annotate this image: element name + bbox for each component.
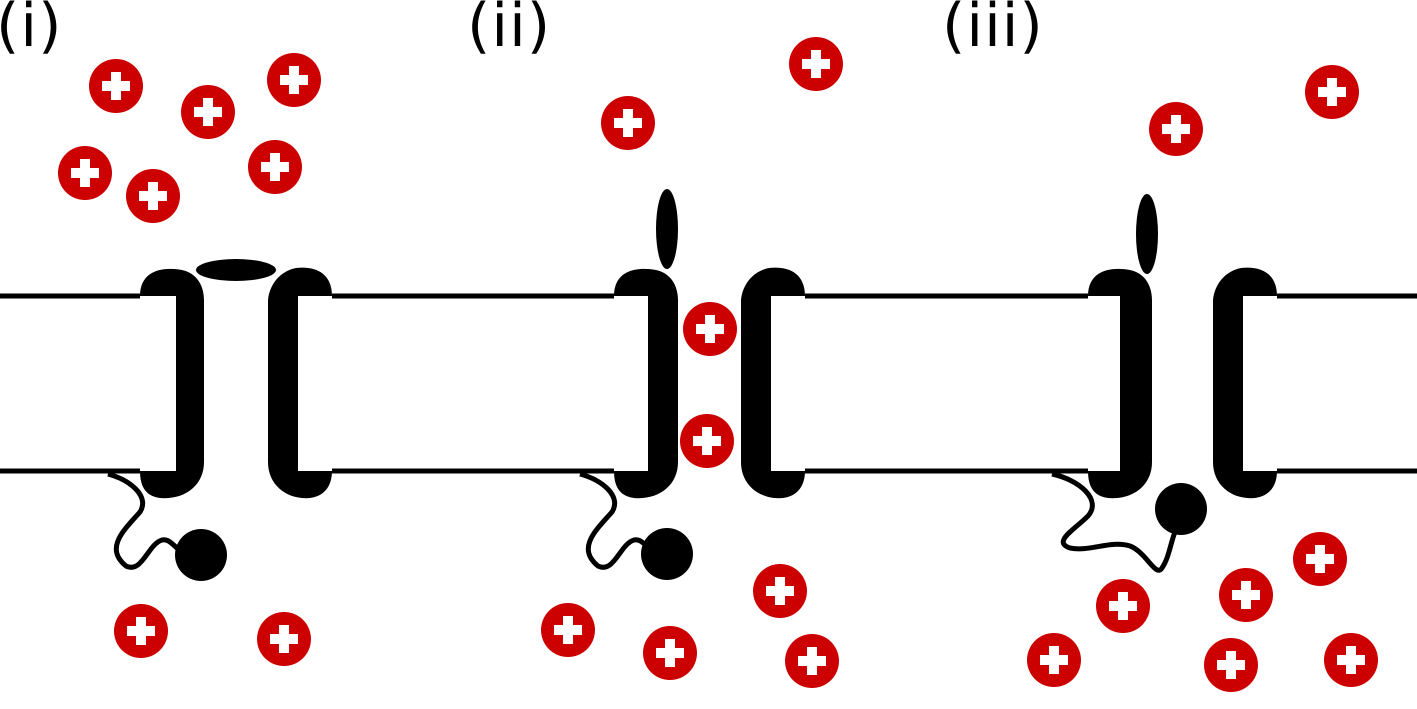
cation-icon — [1324, 633, 1378, 687]
inactivation-ball-icon — [641, 528, 693, 580]
channel-subunit — [1213, 267, 1277, 499]
cation-icon — [1204, 638, 1258, 692]
membrane — [0, 293, 1417, 474]
cation-icon — [89, 59, 143, 113]
channel-subunit — [140, 268, 204, 499]
cation-icon — [643, 626, 697, 680]
cation-icon — [1305, 65, 1359, 119]
inactivation-ball-icon — [175, 529, 227, 581]
cation-icon — [267, 53, 321, 107]
inactivation-chain — [107, 471, 191, 570]
cation-icon — [789, 37, 843, 91]
cation-icon — [1219, 568, 1273, 622]
cation-icon — [248, 140, 302, 194]
cation-icon — [126, 169, 180, 223]
channel-subunit — [614, 268, 678, 499]
panel-ii — [541, 37, 843, 688]
panel-label-i: (i) — [0, 0, 63, 61]
channel-subunit — [268, 267, 332, 499]
panel-label-iii: (iii) — [942, 0, 1044, 61]
cation-icon — [753, 564, 807, 618]
cation-icon — [683, 302, 737, 356]
panel-i — [58, 53, 332, 666]
panel-iii — [1027, 65, 1378, 692]
cation-icon — [1149, 102, 1203, 156]
cation-icon — [785, 634, 839, 688]
cation-icon — [257, 612, 311, 666]
cation-icon — [181, 85, 235, 139]
activation-gate — [656, 189, 678, 269]
cation-icon — [114, 604, 168, 658]
activation-gate — [196, 259, 276, 281]
cation-icon — [58, 146, 112, 200]
cation-icon — [1293, 532, 1347, 586]
cation-icon — [1096, 579, 1150, 633]
inactivation-chain — [579, 471, 663, 570]
panel-label-ii: (ii) — [467, 0, 552, 61]
cation-icon — [601, 96, 655, 150]
cation-icon — [1027, 633, 1081, 687]
activation-gate — [1136, 194, 1158, 274]
channel-subunit — [741, 267, 805, 499]
cation-icon — [680, 414, 734, 468]
inactivation-ball-icon — [1155, 483, 1207, 535]
cation-icon — [541, 603, 595, 657]
channel-subunit — [1088, 268, 1152, 499]
inactivation-chain — [1051, 471, 1181, 573]
